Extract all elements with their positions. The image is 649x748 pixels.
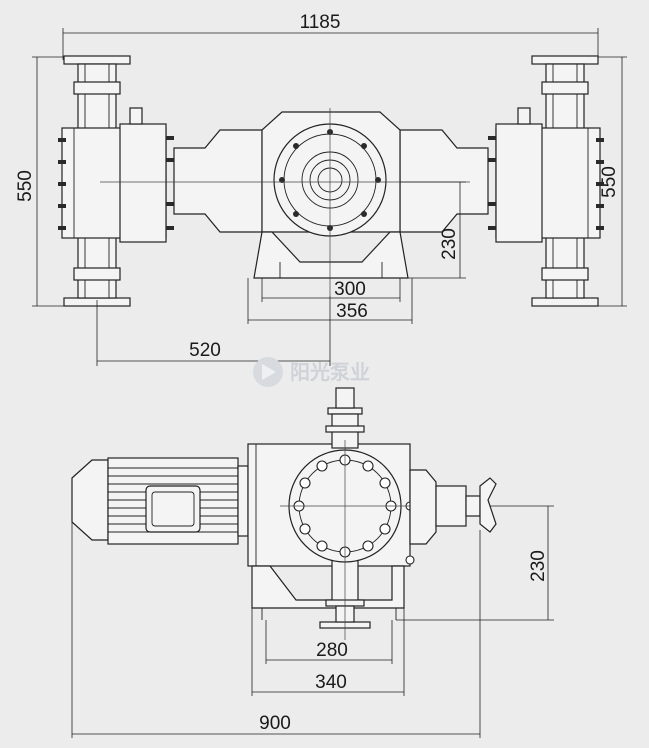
dim-left-height: 550 bbox=[15, 56, 80, 307]
top-view: 1185 550 550 bbox=[15, 12, 627, 366]
motor bbox=[71, 457, 249, 545]
dim-foot-outer-side: 340 bbox=[251, 608, 405, 696]
dim-overall-width: 1185 bbox=[62, 12, 599, 60]
watermark-text: 阳光泵业 bbox=[290, 360, 370, 384]
stroke-adjuster bbox=[409, 469, 497, 545]
dim-foot-inner-side: 280 bbox=[265, 620, 393, 664]
dim-label-280: 280 bbox=[316, 640, 348, 661]
dim-overall-length: 900 bbox=[71, 522, 481, 738]
dim-centre-offset: 520 bbox=[96, 296, 331, 366]
dim-label-900: 900 bbox=[259, 713, 291, 734]
discharge-pipe bbox=[325, 387, 365, 449]
dim-label-230-top: 230 bbox=[439, 228, 460, 260]
left-pump-head bbox=[58, 55, 174, 307]
watermark: 阳光泵业 bbox=[253, 357, 370, 387]
dim-label-356: 356 bbox=[336, 301, 368, 322]
dim-shaft-height-top: 230 bbox=[400, 181, 466, 279]
dim-label-230-side: 230 bbox=[528, 550, 549, 582]
dim-label-550-right: 550 bbox=[599, 166, 620, 198]
terminal-box bbox=[145, 485, 201, 533]
pump-cover bbox=[280, 440, 430, 640]
dim-label-300: 300 bbox=[334, 279, 366, 300]
right-pump-head bbox=[488, 55, 604, 307]
adjust-knob-icon bbox=[479, 477, 497, 533]
dim-label-520: 520 bbox=[189, 340, 221, 361]
dim-foot-top: 300 356 bbox=[247, 278, 413, 324]
dim-shaft-height-side: 230 bbox=[396, 505, 554, 621]
side-view: 230 280 340 900 bbox=[71, 387, 554, 738]
dim-label-1185: 1185 bbox=[300, 12, 341, 33]
dim-label-550-left: 550 bbox=[15, 170, 36, 202]
dim-label-340: 340 bbox=[315, 672, 347, 693]
